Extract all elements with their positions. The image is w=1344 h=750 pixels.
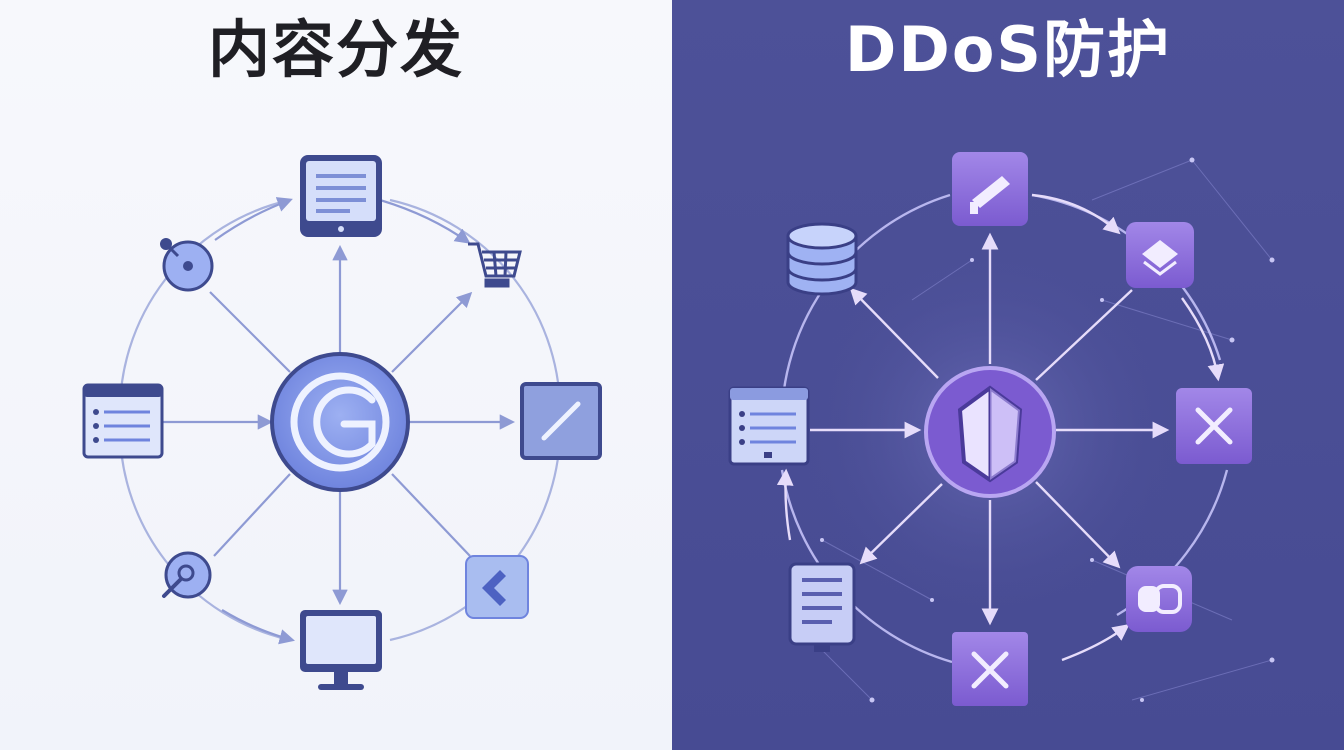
browser-window-icon	[728, 386, 810, 466]
layers-icon	[1126, 222, 1194, 288]
content-delivery-panel: 内容分发	[0, 0, 672, 750]
block-x-icon	[1176, 388, 1252, 464]
security-camera-icon	[952, 152, 1028, 226]
server-icon	[788, 562, 856, 652]
edit-pen-icon	[520, 382, 602, 460]
background-dots	[820, 157, 1275, 703]
ring-arrows	[214, 197, 471, 645]
database-icon	[786, 222, 858, 296]
shield-icon	[924, 366, 1056, 498]
ddos-protection-title: DDoS防护	[844, 13, 1172, 86]
ddos-protection-panel: DDoS防护	[672, 0, 1344, 750]
satellite-node-icon	[160, 238, 214, 292]
content-delivery-diagram	[82, 155, 602, 690]
shopping-cart-icon	[468, 242, 522, 288]
cdn-globe-icon	[270, 352, 410, 492]
tablet-icon	[300, 155, 382, 237]
ddos-protection-diagram	[728, 152, 1275, 706]
link-icon	[1126, 566, 1192, 632]
ring-arrows	[776, 193, 1225, 662]
spokes	[810, 232, 1170, 626]
spokes	[162, 244, 516, 606]
browser-window-icon	[82, 383, 164, 459]
block-x-icon	[952, 632, 1028, 706]
content-delivery-title: 内容分发	[207, 13, 464, 86]
tag-icon	[465, 555, 529, 619]
location-pin-icon	[162, 551, 212, 599]
desktop-monitor-icon	[300, 610, 382, 690]
